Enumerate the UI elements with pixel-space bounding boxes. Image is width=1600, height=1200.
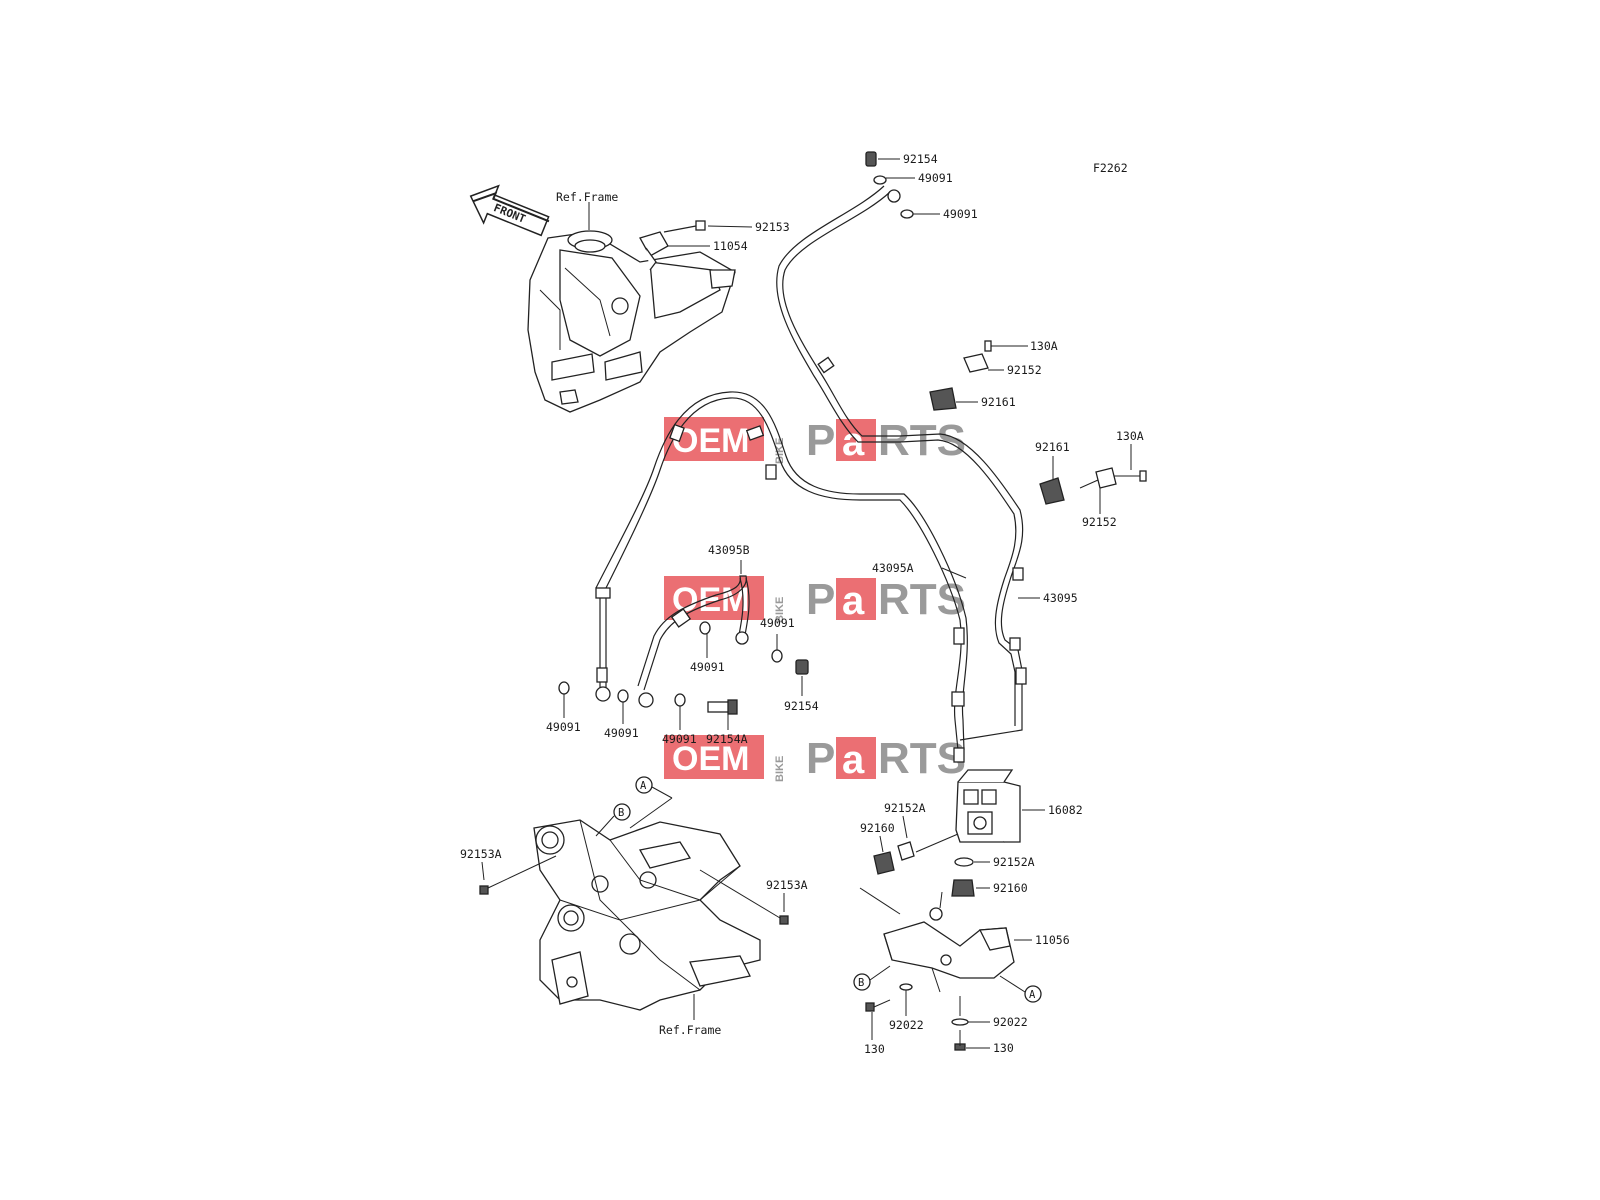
- callout-A-left: [635, 776, 653, 794]
- label-130-b: 130: [993, 1041, 1014, 1055]
- label-43095: 43095: [1043, 591, 1078, 605]
- label-92154-mid: 92154: [784, 699, 819, 713]
- abs-unit-16082: [955, 769, 1021, 843]
- washer-49091-l1: [558, 681, 570, 695]
- label-43095B: 43095B: [708, 543, 750, 557]
- label-130-a: 130: [864, 1042, 885, 1056]
- callout-B-left-label: B: [618, 807, 624, 819]
- callout-A-right: [1024, 985, 1042, 1003]
- bolt-130A-top: [984, 340, 1020, 352]
- label-92160-a: 92160: [860, 821, 895, 835]
- grommet-92161-top: [929, 387, 957, 411]
- watermark-bike: BIKE: [774, 438, 786, 464]
- bolt-130-b: [954, 1030, 966, 1051]
- watermark-bike: BIKE: [774, 597, 786, 623]
- label-92161-right: 92161: [1035, 440, 1070, 454]
- banjo-fitting-l2: [638, 692, 654, 708]
- watermark-rts: RTS: [878, 575, 966, 624]
- label-49091-mid: 49091: [690, 660, 725, 674]
- watermark-p: P: [806, 575, 835, 624]
- label-49091-l1: 49091: [546, 720, 581, 734]
- label-92160-b: 92160: [993, 881, 1028, 895]
- watermark-rts: RTS: [878, 734, 966, 783]
- bolt-92153: [663, 220, 706, 233]
- ref-frame-label-top: Ref.Frame: [556, 190, 618, 204]
- label-49091-mid2: 49091: [760, 616, 795, 630]
- grommet-92160-a: [873, 851, 895, 875]
- label-92154A: 92154A: [706, 732, 748, 746]
- washer-49091-l3: [674, 693, 686, 707]
- label-92153: 92153: [755, 220, 790, 234]
- bolt-130-a: [865, 999, 891, 1012]
- banjo-fitting-top: [887, 189, 901, 203]
- grommet-92161-right: [1039, 477, 1065, 505]
- watermark-2: OEM BIKE P a RTS: [664, 575, 966, 624]
- watermark-a: a: [842, 738, 865, 782]
- callout-B-right: [853, 973, 871, 991]
- watermark-a: a: [842, 579, 865, 623]
- callout-A-right-label: A: [1029, 989, 1036, 1001]
- label-92022-a: 92022: [889, 1018, 924, 1032]
- label-130A-right: 130A: [1116, 429, 1144, 443]
- front-arrow-icon: FRONT: [469, 184, 550, 237]
- callout-B-right-label: B: [858, 977, 864, 989]
- bolt-92153A-right: [779, 915, 789, 925]
- label-130A-top: 130A: [1030, 339, 1058, 353]
- label-11056: 11056: [1035, 933, 1070, 947]
- watermark-3: OEM BIKE P a RTS: [664, 734, 966, 783]
- figure-code: F2262: [1093, 161, 1128, 175]
- grommet-92160-b: [951, 879, 975, 897]
- washer-92022-a: [899, 983, 913, 991]
- clamp-92152-top: [963, 353, 989, 373]
- label-49091-l3: 49091: [662, 732, 697, 746]
- bolt-130A-right: [1114, 470, 1147, 482]
- label-92154-top: 92154: [903, 152, 938, 166]
- hose-43095: [776, 185, 1024, 741]
- washer-49091-mid: [699, 621, 711, 635]
- ref-frame-label-bottom: Ref.Frame: [659, 1023, 721, 1037]
- label-92152A-b: 92152A: [993, 855, 1035, 869]
- watermark-p: P: [806, 734, 835, 783]
- label-92152A-a: 92152A: [884, 801, 926, 815]
- bolt-92153A-left: [479, 885, 489, 895]
- banjo-fitting-l: [595, 686, 611, 702]
- banjo-bolt-92154-top: [865, 151, 877, 167]
- washer-92022-b: [951, 1018, 969, 1026]
- frame-rear-assembly: [533, 819, 761, 1011]
- label-49091-l2: 49091: [604, 726, 639, 740]
- banjo-bolt-92154A: [707, 699, 738, 715]
- callout-B-left: [613, 803, 631, 821]
- washer-49091-top1: [873, 175, 887, 185]
- label-92161-top: 92161: [981, 395, 1016, 409]
- label-92152-top: 92152: [1007, 363, 1042, 377]
- label-16082: 16082: [1048, 803, 1083, 817]
- watermark-oem: OEM: [672, 422, 749, 460]
- label-43095A: 43095A: [872, 561, 914, 575]
- label-49091-top2: 49091: [943, 207, 978, 221]
- callout-A-left-label: A: [640, 780, 647, 792]
- watermark-oem: OEM: [672, 740, 749, 778]
- washer-49091-mid2: [771, 649, 783, 663]
- abs-bracket-11056: [883, 907, 1015, 993]
- label-92152-right: 92152: [1082, 515, 1117, 529]
- clamp-92152-right: [1095, 467, 1117, 489]
- watermark-p: P: [806, 416, 835, 465]
- watermark-1: OEM BIKE P a RTS: [664, 416, 966, 465]
- washer-49091-l2: [617, 689, 629, 703]
- washer-49091-top2: [900, 209, 914, 219]
- collar-92152A-a: [897, 841, 915, 861]
- label-92153A-right: 92153A: [766, 878, 808, 892]
- label-92153A-left: 92153A: [460, 847, 502, 861]
- watermark-bike: BIKE: [774, 756, 786, 782]
- label-49091-top1: 49091: [918, 171, 953, 185]
- collar-92152A-b: [954, 857, 974, 867]
- label-11054: 11054: [713, 239, 748, 253]
- frame-head-assembly: [527, 230, 736, 413]
- banjo-bolt-92154-mid: [795, 659, 809, 675]
- label-92022-b: 92022: [993, 1015, 1028, 1029]
